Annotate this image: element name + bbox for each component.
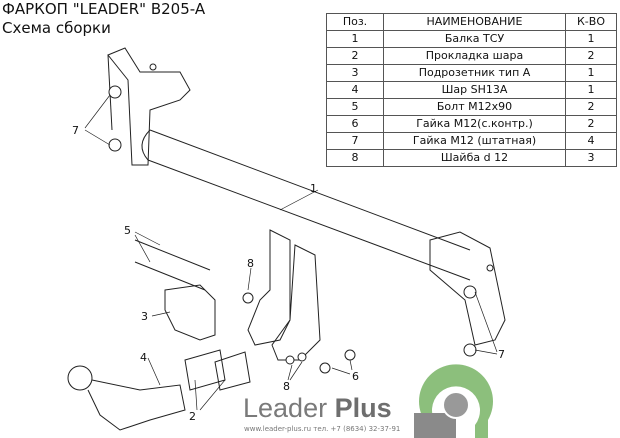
cell-name: Шайба d 12 bbox=[383, 149, 566, 167]
callout-8-lower: 8 bbox=[283, 380, 290, 393]
ball-spacer bbox=[184, 349, 251, 391]
diagram-subtitle: Схема сборки bbox=[2, 19, 111, 37]
nuts bbox=[108, 85, 477, 374]
product-title: ФАРКОП "LEADER" B205-A bbox=[2, 0, 206, 18]
callout-6: 6 bbox=[352, 370, 359, 383]
tow-ball bbox=[67, 365, 186, 431]
socket-bracket bbox=[164, 284, 216, 341]
cell-name: Гайка M12 (штатная) bbox=[383, 132, 566, 150]
callout-7-right: 7 bbox=[498, 348, 505, 361]
callout-8: 8 bbox=[247, 257, 254, 270]
brand-light: Leader bbox=[243, 393, 335, 423]
callout-5: 5 bbox=[124, 224, 131, 237]
callout-7: 7 bbox=[72, 124, 79, 137]
leader-plus-logo-icon bbox=[414, 364, 493, 438]
brand-name: Leader Plus bbox=[243, 393, 392, 423]
brand-bold: Plus bbox=[334, 393, 392, 423]
callout-1: 1 bbox=[310, 182, 317, 195]
cell-name: Подрозетник тип А bbox=[383, 64, 566, 82]
tow-bar-beam bbox=[107, 47, 506, 361]
brand-contact: www.leader-plus.ru тел. +7 (8634) 32-37-… bbox=[244, 425, 401, 433]
cell-pos: 8 bbox=[326, 149, 384, 167]
bolt bbox=[134, 239, 211, 291]
cell-qty: 3 bbox=[565, 149, 617, 167]
callout-4: 4 bbox=[140, 351, 147, 364]
callout-3: 3 bbox=[141, 310, 148, 323]
callout-2: 2 bbox=[189, 410, 196, 423]
